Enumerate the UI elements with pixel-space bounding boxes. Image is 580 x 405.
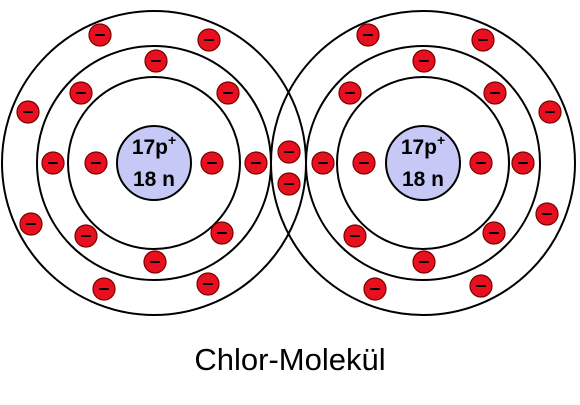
electron-left-s3 <box>197 28 221 52</box>
electron-left-s2 <box>143 250 167 274</box>
electron-shared <box>277 140 301 164</box>
electron-right-s2 <box>412 49 436 73</box>
electron-right-s2 <box>343 224 367 248</box>
electron-right-s2 <box>311 151 335 175</box>
nucleus-neutrons-left: 18 n <box>133 168 175 191</box>
electron-left-s3 <box>88 23 112 47</box>
electron-left-s2 <box>69 81 93 105</box>
electron-left-s2 <box>216 81 240 105</box>
nucleus-protons-right: 17p+ <box>401 132 445 159</box>
electron-right-s3 <box>471 28 495 52</box>
electron-right-s2 <box>511 151 535 175</box>
electron-left-s1 <box>200 151 224 175</box>
electron-right-s3 <box>356 23 380 47</box>
electron-left-s2 <box>144 49 168 73</box>
electron-right-s2 <box>483 81 507 105</box>
nucleus-protons-left: 17p+ <box>132 132 176 159</box>
electron-left-s2 <box>210 221 234 245</box>
electron-left-s3 <box>92 277 116 301</box>
nucleus-left <box>116 125 192 201</box>
electron-right-s3 <box>538 100 562 124</box>
shell-2-right <box>305 45 541 281</box>
electron-right-s2 <box>482 221 506 245</box>
electron-left-s3 <box>19 212 43 236</box>
electron-shared <box>277 172 301 196</box>
electron-left-s2 <box>74 224 98 248</box>
atom-right: 17p+ 18 n <box>270 10 576 316</box>
electron-right-s1 <box>352 151 376 175</box>
electron-right-s2 <box>338 81 362 105</box>
electrons <box>16 23 562 301</box>
electron-right-s3 <box>535 202 559 226</box>
shell-1-right <box>336 76 510 250</box>
caption: Chlor-Molekül <box>194 342 386 377</box>
shell-3-right <box>270 10 576 316</box>
electron-right-s3 <box>363 277 387 301</box>
electron-left-s3 <box>16 100 40 124</box>
electron-right-s2 <box>412 250 436 274</box>
electron-right-s1 <box>469 151 493 175</box>
nucleus-right <box>385 125 461 201</box>
electron-left-s1 <box>84 151 108 175</box>
nucleus-neutrons-right: 18 n <box>402 168 444 191</box>
electron-left-s3 <box>196 272 220 296</box>
electron-left-s2 <box>41 151 65 175</box>
electron-left-s2 <box>244 151 268 175</box>
atom-left: 17p+ 18 n <box>1 10 307 316</box>
shell-1-left <box>67 76 241 250</box>
electron-right-s3 <box>469 274 493 298</box>
